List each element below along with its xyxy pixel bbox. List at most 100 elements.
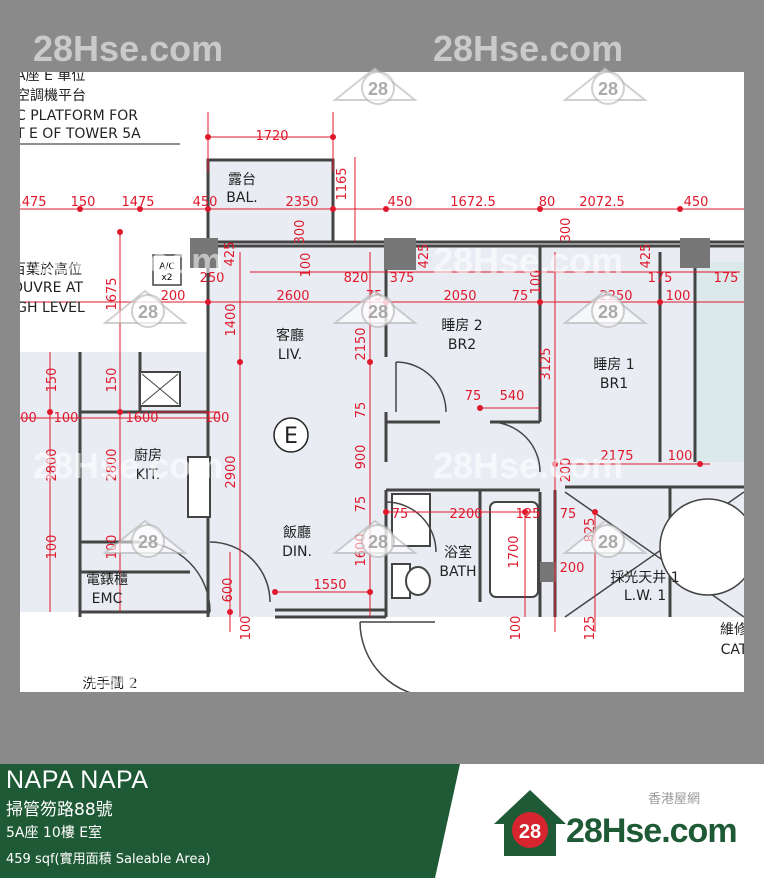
dim-375: 375 [390,271,415,286]
cat-zh: 維修 [720,622,744,638]
dim-200b: 200 [559,458,574,483]
dim-80: 80 [539,195,556,210]
dim-100a: 100 [299,253,314,278]
bath-zh: 浴室 [444,544,472,561]
brand-name: 28Hse.com [566,812,738,850]
svg-text:28: 28 [368,79,388,99]
emc-zh: 電錶櫃 [86,572,128,588]
dim-100f: 100 [668,449,693,464]
structural-columns [190,238,710,582]
dim-2900: 2900 [224,455,239,488]
dim-300a: 300 [293,220,308,245]
ac-box [152,254,182,286]
dim-820: 820 [344,271,369,286]
dim-425c: 425 [639,244,654,269]
svg-text:28: 28 [138,302,158,322]
dim-2600: 2600 [276,289,309,304]
dim-1550: 1550 [313,578,346,593]
lightwell-zh: 採光天井 1 [610,570,679,586]
svg-text:28: 28 [598,79,618,99]
cat-en: CAT [721,642,744,658]
dim-2800b: 2800 [105,448,120,481]
watermark-badge-2: 28 [562,66,648,105]
brand-logo-icon: 28 [494,790,566,856]
dim-450a: 450 [193,195,218,210]
watermark-badge-8: 28 [562,519,648,558]
property-address: 掃管笏路88號 [6,800,113,820]
dim-425b: 425 [417,244,432,269]
dim-150b: 150 [45,368,60,393]
top-left-notes: A座 E 單位 空調機平台 C PLATFORM FOR T E OF TOWE… [20,72,141,316]
toilet-bowl [405,566,431,596]
unit-marker: E [284,424,298,449]
dim-200c: 200 [560,561,585,576]
dim-450b: 450 [388,195,413,210]
dim-2072: 2072.5 [579,195,625,210]
dim-300b: 300 [559,218,574,243]
louvre-line-3: IGH LEVEL [20,300,85,316]
dim-125a: 125 [516,507,541,522]
watermark-badge-3: 28 [102,289,188,328]
dim-1600: 1600 [125,411,158,426]
dim-75g: 75 [560,507,577,522]
note-line-4: T E OF TOWER 5A [20,126,141,142]
watermark-badge-7: 28 [332,519,418,558]
dim-1700: 1700 [507,535,522,568]
louvre-line-2: OUVRE AT [20,280,83,296]
ac-label-1: A/C [159,262,174,272]
dim-1475a: 1475 [20,195,47,210]
dim-2800a: 2800 [45,448,60,481]
dim-1400: 1400 [224,303,239,336]
kitchen-en: KIT. [136,467,161,483]
watermark-badge-1: 28 [332,66,418,105]
living-zh: 客廳 [276,327,304,344]
balcony-zh: 露台 [228,172,256,188]
floor-plan-drawing: A/C x2 [20,72,744,692]
dim-200a: 200 [161,289,186,304]
dim-75d: 75 [465,389,482,404]
bedroom1-zh: 睡房 1 [593,357,634,373]
note-line-1: A座 E 單位 [20,72,85,84]
dim-540: 540 [500,389,525,404]
floor-plan: A/C x2 [20,72,744,692]
dim-75b: 75 [512,289,529,304]
dim-100h: 100 [239,616,254,641]
dim-425a: 425 [223,242,238,267]
dim-175a: 175 [648,271,673,286]
room-labels: 露台 BAL. 客廳 LIV. 睡房 2 BR2 睡房 1 BR1 廚房 KIT… [82,172,744,692]
dim-2050: 2050 [443,289,476,304]
footer-info-panel: NAPA NAPA 掃管笏路88號 5A座 10樓 E室 459 sqf(實用面… [0,764,460,878]
dim-2175: 2175 [600,449,633,464]
dining-en: DIN. [282,544,312,560]
property-area: 459 sqf(實用面積 Saleable Area) [6,852,211,867]
watermark-badges: 28 28 28 28 28 28 28 28 [102,66,648,558]
note-line-2: 空調機平台 [20,88,86,104]
svg-text:28: 28 [598,302,618,322]
note-line-3: C PLATFORM FOR [20,108,138,124]
dim-100b: 100 [666,289,691,304]
bath-en: BATH [439,564,476,580]
unit-marker-circle [273,417,309,453]
dim-175b: 175 [714,271,739,286]
ac-label-2: x2 [161,273,172,283]
dim-100i: 100 [509,616,524,641]
dim-2350: 2350 [285,195,318,210]
dim-75e: 75 [354,496,369,513]
watermark-badge-4: 28 [332,289,418,328]
lightwell-en: L.W. 1 [624,588,666,604]
dim-1475b: 1475 [121,195,154,210]
dim-150a: 150 [71,195,96,210]
dim-600: 600 [20,411,37,426]
dim-100d: 100 [54,411,79,426]
dim-1720: 1720 [255,129,288,144]
property-unit: 5A座 10樓 E室 [6,825,103,841]
bathtub [489,501,539,598]
dim-900: 900 [354,445,369,470]
watermark-badge-5: 28 [562,289,648,328]
dim-150c: 150 [105,368,120,393]
bedroom2-zh: 睡房 2 [441,318,482,334]
living-en: LIV. [278,347,302,363]
dim-100e: 100 [205,411,230,426]
svg-text:28: 28 [368,302,388,322]
dim-2150: 2150 [354,327,369,360]
